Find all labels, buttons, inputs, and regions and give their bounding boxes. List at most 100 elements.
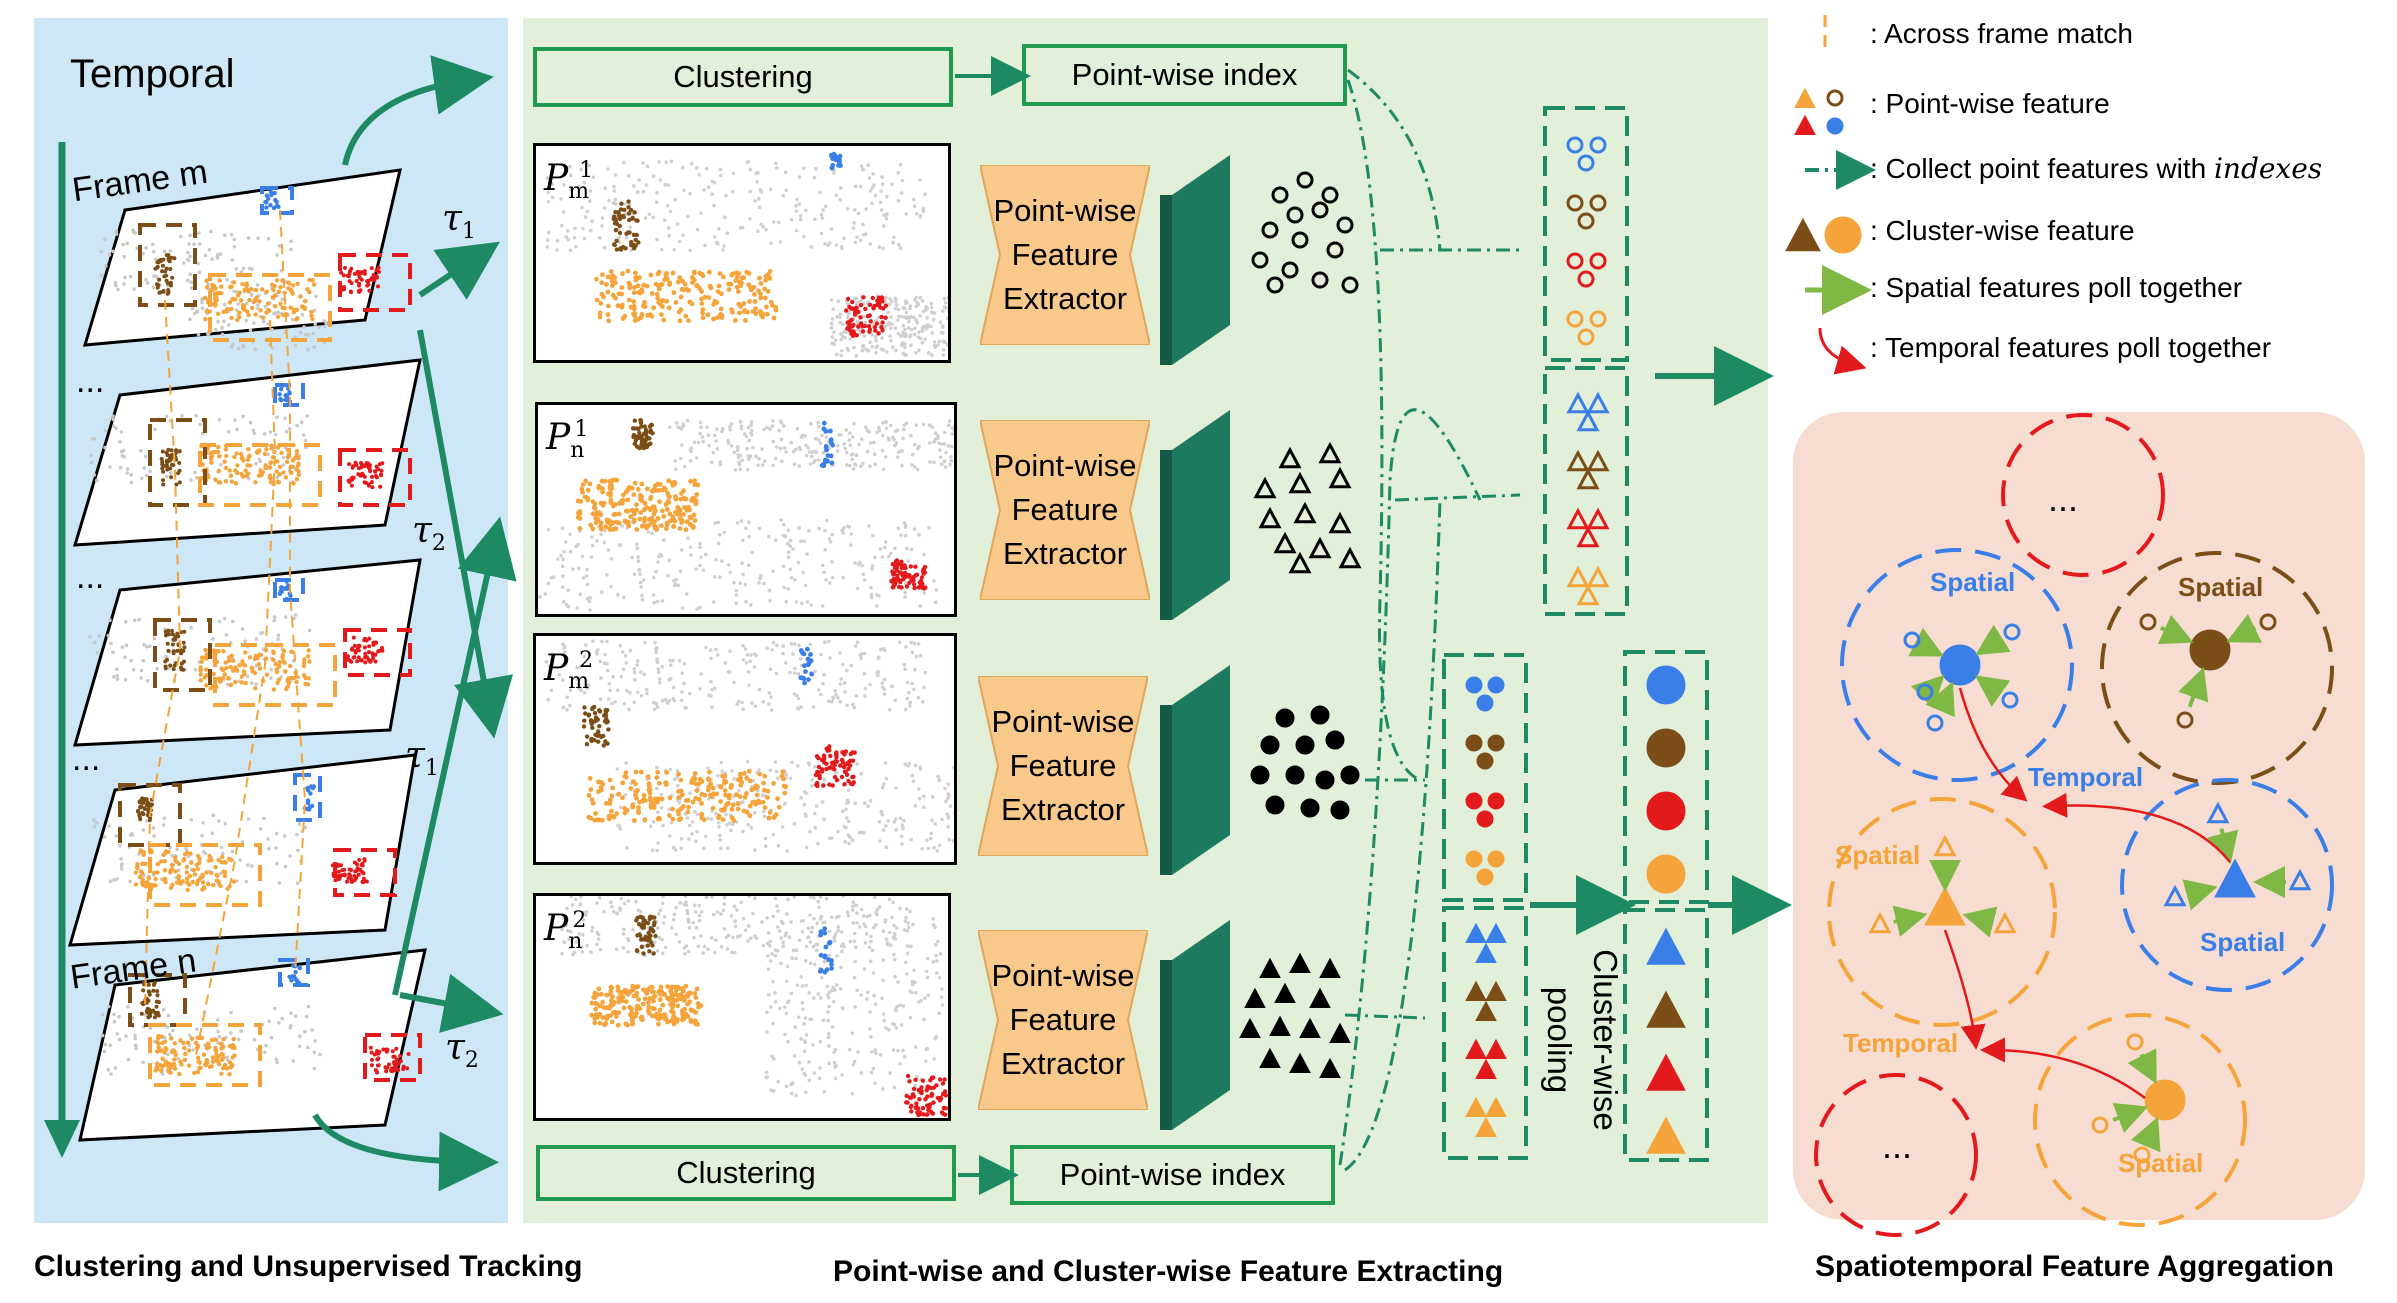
tau1-label-top: τ1 [442, 198, 476, 245]
legend-temporal-arrow [1818, 327, 1867, 375]
tracking-caption: Clustering and Unsupervised Tracking [34, 1250, 583, 1283]
scan-pedestrian-points [581, 704, 611, 748]
scan-red-object-points [889, 558, 928, 591]
index-box-bottom: Point-wise index [1010, 1145, 1335, 1205]
across-frame-match-lines [144, 209, 307, 1061]
aggregation-panel [1793, 412, 2365, 1220]
index-box-top: Point-wise index [1022, 44, 1347, 106]
scan-car-points [589, 983, 704, 1028]
legend-orange-circle [1824, 216, 1862, 254]
track-box-3 [260, 186, 294, 215]
red-object-points-3 [330, 857, 369, 884]
red-object-points-4 [368, 1045, 411, 1075]
track-box-4 [148, 418, 207, 507]
aggregation-caption: Spatiotemporal Feature Aggregation [1815, 1250, 2334, 1283]
ellipsis-2: ... [76, 558, 105, 596]
red-object-points-0 [339, 265, 381, 295]
tau2-label-top: τ2 [412, 510, 446, 557]
track-box-18 [363, 1033, 422, 1082]
scan-pn2: Pn2 [533, 893, 951, 1121]
scan-red-object-points [813, 744, 857, 789]
scan-pole-points [819, 420, 835, 469]
pedestrian-points-0 [153, 253, 177, 296]
scan-pole-points [798, 646, 814, 686]
legend-temporal: : Temporal features poll together [1870, 332, 2272, 363]
track-box-10 [343, 628, 412, 677]
scan-pm1-label: Pm1 [544, 158, 594, 205]
agg-ellipsis-bottom: ... [1882, 1125, 1913, 1166]
legend-blue-dot [1826, 117, 1844, 135]
ellipsis-3: ... [72, 740, 101, 778]
scan-red-object-points [904, 1073, 948, 1118]
lidar-ground-3 [92, 813, 308, 886]
scan-ground-points [668, 418, 954, 472]
frame-3 [72, 558, 422, 747]
tau1-arrow-b [392, 516, 517, 996]
car-points-2 [198, 647, 312, 692]
tau1-arrow-a [418, 241, 500, 300]
scan-car-points [586, 768, 789, 823]
pedestrian-points-1 [159, 447, 182, 487]
agg-spatial-blue-top: Spatial [1930, 567, 2016, 597]
frame-2 [72, 358, 422, 547]
car-points-0 [202, 277, 317, 323]
track-box-19 [278, 958, 310, 987]
legend-red-triangle [1794, 114, 1816, 135]
scan-pn2-label: Pn2 [544, 908, 587, 955]
tau-arrow-bottom [312, 1113, 499, 1192]
track-box-12 [118, 783, 182, 847]
agg-spatial-orange: Spatial [1835, 840, 1921, 870]
frame-m [82, 168, 402, 347]
scan-pole-points [817, 926, 834, 975]
scan-pm2-label: Pm2 [544, 648, 594, 695]
track-box-15 [293, 773, 322, 822]
track-box-17 [148, 1023, 262, 1087]
scan-pn1: Pn1 [535, 402, 957, 617]
frame-n [78, 948, 427, 1142]
agg-spatial-brown: Spatial [2178, 572, 2264, 602]
scan-pole-points [828, 151, 843, 171]
legend-brown-circle [1826, 89, 1844, 107]
legend-spatial: : Spatial features poll together [1870, 272, 2243, 303]
scan-car-points [594, 268, 779, 324]
tau2-arrow-b [399, 973, 504, 1033]
agg-spatial-blue-bottom: Spatial [2200, 927, 2286, 957]
scan-ground-points [538, 518, 939, 612]
track-box-8 [153, 618, 212, 692]
pole-points-0 [263, 190, 281, 211]
track-box-13 [148, 843, 262, 907]
legend-orange-triangle [1794, 87, 1816, 108]
track-box-6 [338, 448, 412, 507]
car-points-3 [133, 848, 237, 893]
car-points-4 [153, 1033, 237, 1077]
scan-pedestrian-points [634, 914, 658, 956]
legend-cluster-feature: : Cluster-wise feature [1870, 215, 2135, 246]
legend-across-frame: : Across frame match [1870, 18, 2133, 49]
tracking-diagram [44, 55, 517, 1192]
scan-pedestrian-points [611, 199, 641, 252]
scan-pm1: Pm1 [533, 143, 951, 363]
pole-points-3 [302, 784, 317, 812]
track-box-2 [338, 253, 412, 312]
feature-caption: Point-wise and Cluster-wise Feature Extr… [833, 1255, 1504, 1288]
agg-ellipsis-top: ... [2048, 478, 2079, 519]
pedestrian-points-2 [163, 628, 187, 672]
temporal-title: Temporal [70, 52, 235, 96]
scan-ground-points [544, 639, 928, 712]
ellipsis-1: ... [76, 362, 105, 400]
legend-point-feature: : Point-wise feature [1870, 88, 2110, 119]
scan-pm2: Pm2 [533, 633, 957, 865]
scan-pedestrian-points [630, 418, 655, 451]
legend-brown-triangle [1785, 217, 1821, 252]
agg-spatial-orange-bottom: Spatial [2118, 1148, 2204, 1178]
scan-ground-points [764, 914, 946, 1098]
scan-ground-points [545, 159, 927, 253]
tau2-label-bottom: τ2 [445, 1027, 479, 1074]
agg-temporal-blue: Temporal [2028, 762, 2144, 792]
track-box-9 [213, 643, 337, 707]
scan-car-points [575, 477, 701, 533]
track-box-5 [198, 443, 322, 507]
